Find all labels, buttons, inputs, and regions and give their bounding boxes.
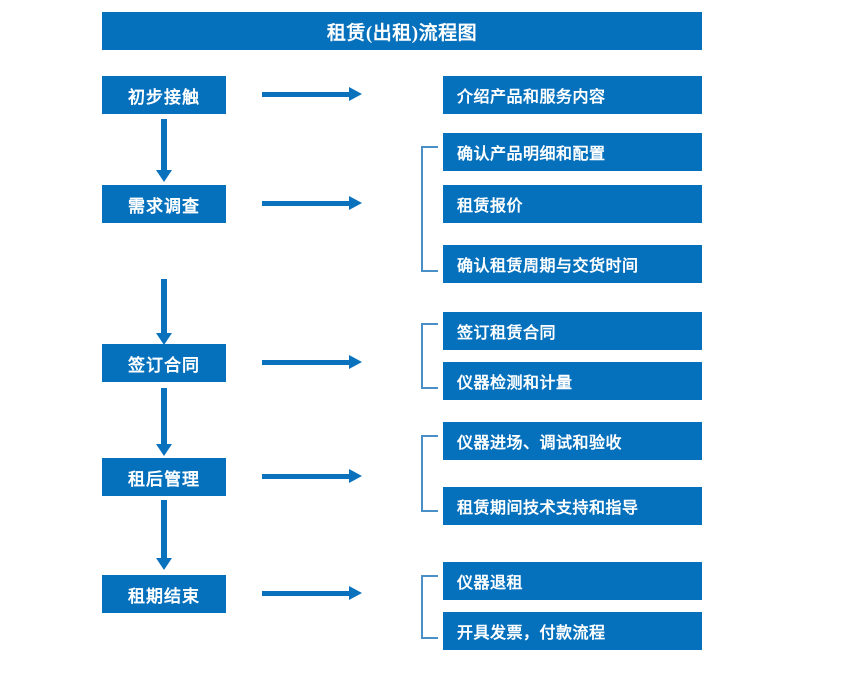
arrow-down-4-to-5 <box>156 500 172 570</box>
stage-box-5[interactable]: 租期结束 <box>102 575 226 613</box>
arrow-down-3-to-4 <box>156 388 172 456</box>
arrow-right-stage-3 <box>262 355 362 369</box>
detail-box-1-1[interactable]: 介绍产品和服务内容 <box>443 76 702 114</box>
page-title: 租赁(出租)流程图 <box>102 12 702 50</box>
detail-box-2-2[interactable]: 租赁报价 <box>443 185 702 223</box>
arrow-down-2-to-3 <box>156 279 172 345</box>
arrow-shaft <box>262 92 350 97</box>
detail-box-4-2[interactable]: 租赁期间技术支持和指导 <box>443 487 702 525</box>
stage-box-1[interactable]: 初步接触 <box>102 76 226 114</box>
bracket-group-4 <box>421 435 438 512</box>
arrow-right-stage-2 <box>262 196 362 210</box>
arrow-head <box>349 196 362 210</box>
detail-box-2-1[interactable]: 确认产品明细和配置 <box>443 133 702 171</box>
arrow-head <box>349 469 362 483</box>
stage-box-2[interactable]: 需求调查 <box>102 185 226 223</box>
arrow-head <box>156 444 172 456</box>
stage-box-3[interactable]: 签订合同 <box>102 344 226 382</box>
detail-box-3-2[interactable]: 仪器检测和计量 <box>443 362 702 400</box>
arrow-shaft <box>262 591 350 596</box>
arrow-head <box>349 586 362 600</box>
arrow-shaft <box>161 388 167 444</box>
bracket-group-2 <box>421 146 438 272</box>
arrow-shaft <box>161 279 167 333</box>
arrow-head <box>156 333 172 345</box>
arrow-shaft <box>262 201 350 206</box>
arrow-shaft <box>161 119 167 170</box>
arrow-head <box>156 558 172 570</box>
arrow-down-1-to-2 <box>156 119 172 182</box>
arrow-shaft <box>262 360 350 365</box>
detail-box-5-2[interactable]: 开具发票，付款流程 <box>443 612 702 650</box>
detail-box-3-1[interactable]: 签订租赁合同 <box>443 312 702 350</box>
arrow-shaft <box>161 500 167 558</box>
arrow-shaft <box>262 474 350 479</box>
arrow-head <box>156 170 172 182</box>
arrow-right-stage-1 <box>262 87 362 101</box>
arrow-right-stage-5 <box>262 586 362 600</box>
arrow-head <box>349 355 362 369</box>
bracket-group-3 <box>421 323 438 389</box>
bracket-group-5 <box>421 575 438 639</box>
detail-box-5-1[interactable]: 仪器退租 <box>443 562 702 600</box>
stage-box-4[interactable]: 租后管理 <box>102 458 226 496</box>
detail-box-4-1[interactable]: 仪器进场、调试和验收 <box>443 422 702 460</box>
detail-box-2-3[interactable]: 确认租赁周期与交货时间 <box>443 245 702 283</box>
arrow-right-stage-4 <box>262 469 362 483</box>
arrow-head <box>349 87 362 101</box>
